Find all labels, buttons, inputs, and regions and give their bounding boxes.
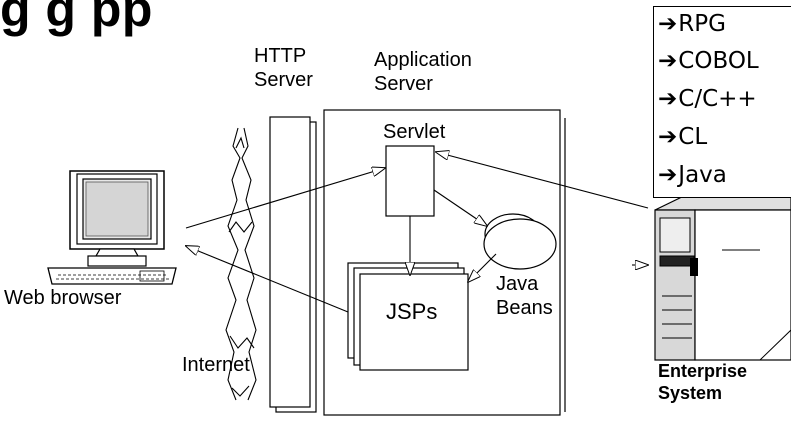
arrow-browser-to-servlet — [185, 168, 385, 229]
web-browser-computer-icon — [47, 170, 177, 285]
jsps-label: JSPs — [386, 299, 438, 324]
language-item-cobol: ➔COBOL — [658, 48, 759, 74]
jsps-box — [347, 262, 469, 371]
http-server-label: HTTP Server — [254, 45, 313, 91]
language-item-c-cpp: ➔C/C++ — [658, 86, 757, 112]
application-server-label: Application Server — [374, 49, 472, 95]
languages-box: ➔RPG ➔COBOL ➔C/C++ ➔CL ➔Java — [653, 6, 791, 198]
arrow-enterprise-to-servlet — [436, 152, 649, 209]
right-arrow-icon: ➔ — [658, 124, 678, 150]
right-arrow-icon: ➔ — [658, 162, 678, 188]
servlet-label: Servlet — [383, 121, 446, 143]
internet-label: Internet — [182, 354, 250, 376]
language-item-cl: ➔CL — [658, 124, 708, 150]
internet-cloud — [225, 127, 257, 401]
right-arrow-icon: ➔ — [658, 11, 678, 37]
http-server-box — [269, 116, 317, 413]
connection-arrows — [185, 152, 649, 313]
java-beans-shape — [483, 213, 557, 270]
right-arrow-icon: ➔ — [658, 48, 678, 74]
enterprise-system-label: Enterprise System — [658, 361, 748, 403]
language-item-java: ➔Java — [658, 162, 727, 188]
arrow-beans-to-jsps — [468, 253, 497, 282]
arrow-jsps-to-browser — [186, 246, 349, 313]
enterprise-system-server-icon — [654, 194, 791, 361]
arrow-servlet-to-beans — [433, 189, 487, 226]
right-arrow-icon: ➔ — [658, 86, 678, 112]
web-browser-label: Web browser — [4, 287, 122, 309]
servlet-box — [385, 145, 435, 217]
page-title: g g pp — [0, 0, 153, 37]
java-beans-label: Java Beans — [496, 273, 553, 319]
language-item-rpg: ➔RPG — [658, 11, 726, 37]
